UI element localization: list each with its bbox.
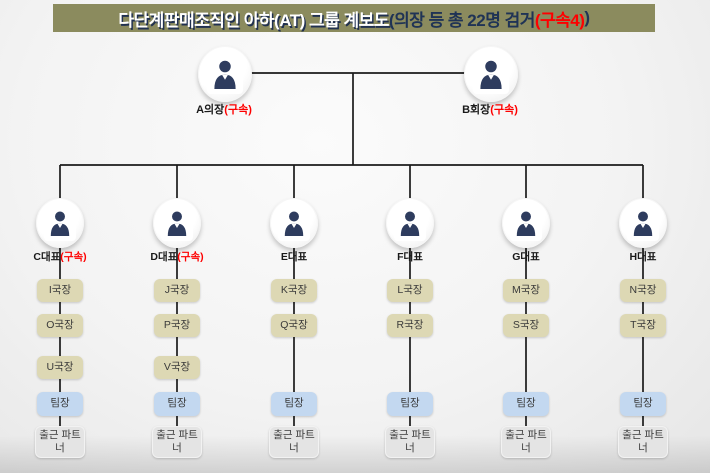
branch-column-f: F대표 L국장 R국장 팀장 출근 파트너: [378, 0, 442, 473]
director-box: J국장: [154, 279, 200, 302]
partner-box: 출근 파트너: [385, 426, 435, 458]
branch-column-e: E대표 K국장 Q국장 팀장 출근 파트너: [262, 0, 326, 473]
partner-box: 출근 파트너: [35, 426, 85, 458]
user-silhouette-icon: [284, 211, 304, 236]
person-icon: [473, 54, 509, 94]
director-box: O국장: [37, 314, 83, 337]
partner-box: 출근 파트너: [152, 426, 202, 458]
user-silhouette-icon: [214, 60, 236, 89]
node-name: B회장: [462, 104, 491, 116]
node-label-b: B회장(구속): [420, 101, 560, 117]
chart-title-main: 다단계판매조직인 아하(AT) 그룹 계보도: [118, 10, 389, 30]
person-icon: [510, 205, 542, 241]
director-box: V국장: [154, 356, 200, 379]
director-box: R국장: [387, 314, 433, 337]
chart-title-close-paren: ): [584, 8, 590, 27]
director-box: T국장: [620, 314, 666, 337]
node-name: A의장: [196, 104, 225, 116]
person-icon: [627, 205, 659, 241]
person-avatar-d: [153, 198, 201, 248]
person-avatar-g: [502, 198, 550, 248]
node-name: G대표: [512, 251, 540, 263]
person-avatar-f: [386, 198, 434, 248]
partner-box: 출근 파트너: [269, 426, 319, 458]
node-label-a: A의장(구속): [154, 101, 294, 117]
director-box: M국장: [503, 279, 549, 302]
user-silhouette-icon: [480, 60, 502, 89]
arrest-status: (구속): [490, 104, 518, 116]
node-label-d: D대표(구속): [107, 249, 247, 264]
person-icon: [44, 205, 76, 241]
node-label-c: C대표(구속): [0, 249, 130, 264]
branch-column-h: H대표 N국장 T국장 팀장 출근 파트너: [611, 0, 675, 473]
partner-box: 출근 파트너: [618, 426, 668, 458]
chart-title-sub: (의장 등 총 22명 검거: [388, 10, 535, 30]
person-avatar-h: [619, 198, 667, 248]
node-label-h: H대표: [573, 249, 710, 264]
person-avatar-b: [464, 46, 518, 102]
director-box: S국장: [503, 314, 549, 337]
user-silhouette-icon: [633, 211, 653, 236]
user-silhouette-icon: [516, 211, 536, 236]
team-leader-box: 팀장: [620, 392, 666, 416]
node-label-e: E대표: [224, 249, 364, 264]
director-box: P국장: [154, 314, 200, 337]
node-label-g: G대표: [456, 249, 596, 264]
arrest-status: (구속): [60, 251, 87, 263]
node-name: C대표: [33, 251, 61, 263]
person-icon: [207, 54, 243, 94]
node-label-f: F대표: [340, 249, 480, 264]
director-box: I국장: [37, 279, 83, 302]
branch-column-d: D대표(구속) J국장 P국장 V국장 팀장 출근 파트너: [145, 0, 209, 473]
user-silhouette-icon: [50, 211, 70, 236]
node-name: F대표: [397, 251, 423, 263]
person-avatar-e: [270, 198, 318, 248]
person-icon: [161, 205, 193, 241]
node-name: D대표: [150, 251, 178, 263]
team-leader-box: 팀장: [271, 392, 317, 416]
branch-column-c: C대표(구속) I국장 O국장 U국장 팀장 출근 파트너: [28, 0, 92, 473]
chart-title-arrest-count: (구속4): [534, 10, 585, 30]
user-silhouette-icon: [167, 211, 187, 236]
director-box: K국장: [271, 279, 317, 302]
director-box: N국장: [620, 279, 666, 302]
person-icon: [394, 205, 426, 241]
user-silhouette-icon: [400, 211, 420, 236]
chart-title-bar: 다단계판매조직인 아하(AT) 그룹 계보도(의장 등 총 22명 검거(구속4…: [53, 4, 655, 32]
director-box: L국장: [387, 279, 433, 302]
node-name: E대표: [280, 251, 308, 263]
node-name: H대표: [629, 251, 657, 263]
team-leader-box: 팀장: [387, 392, 433, 416]
team-leader-box: 팀장: [503, 392, 549, 416]
director-box: Q국장: [271, 314, 317, 337]
person-avatar-c: [36, 198, 84, 248]
branch-column-g: G대표 M국장 S국장 팀장 출근 파트너: [494, 0, 558, 473]
team-leader-box: 팀장: [37, 392, 83, 416]
arrest-status: (구속): [224, 104, 252, 116]
person-avatar-a: [198, 46, 252, 102]
partner-box: 출근 파트너: [501, 426, 551, 458]
director-box: U국장: [37, 356, 83, 379]
person-icon: [278, 205, 310, 241]
arrest-status: (구속): [177, 251, 204, 263]
team-leader-box: 팀장: [154, 392, 200, 416]
